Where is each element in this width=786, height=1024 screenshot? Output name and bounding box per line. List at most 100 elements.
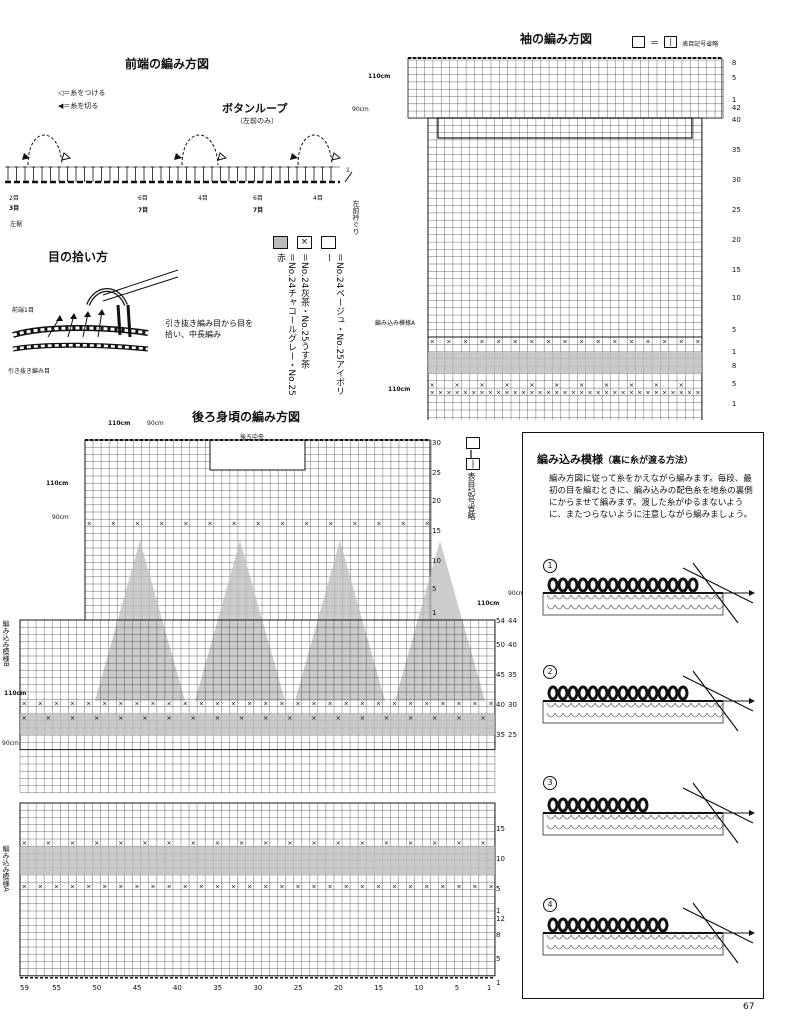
x-stitch: ×	[604, 388, 609, 396]
back-row-label: 15	[496, 825, 505, 833]
colored-loop	[577, 685, 589, 701]
knit-stitch	[714, 604, 724, 610]
knit-stitch	[578, 604, 588, 610]
x-stitch: ×	[344, 882, 349, 890]
knit-stitch	[626, 824, 636, 830]
x-stitch: ×	[554, 381, 559, 389]
steps-illustration	[542, 562, 755, 964]
x-stitch: ×	[392, 882, 397, 890]
x-stitch: ×	[596, 337, 601, 345]
colored-loop	[597, 797, 609, 813]
knit-stitch	[674, 604, 684, 610]
sleeve-110-bottom-label: 110cm	[388, 386, 411, 393]
knit-stitch	[610, 604, 620, 610]
knit-stitch	[658, 814, 668, 820]
sleeve-row-label: 8	[732, 59, 736, 67]
count-7b: 7目	[253, 207, 264, 214]
x-stitch: ×	[546, 337, 551, 345]
sleeve-title: 袖の編み方図	[520, 32, 593, 46]
knit-stitch	[674, 944, 684, 950]
x-stitch: ×	[454, 381, 459, 389]
colored-loop	[567, 797, 579, 813]
knit-stitch	[698, 604, 708, 610]
knit-stitch	[546, 824, 556, 830]
edge-stitch-label: 前端1目	[12, 307, 34, 314]
sleeve-row-label: 15	[732, 266, 741, 274]
colored-loop	[547, 577, 559, 593]
knit-stitch	[554, 944, 564, 950]
x-stitch: ×	[456, 882, 461, 890]
sleeve-chart: ××××××××××××××××××××××××××××××××××××××××…	[407, 57, 741, 420]
count-4a: 4目	[198, 195, 208, 202]
knit-stitch	[690, 814, 700, 820]
x-stitch: ×	[199, 882, 204, 890]
back-col-label: 35	[213, 984, 222, 992]
back-row-label: 10	[496, 855, 505, 863]
x-stitch: ×	[430, 388, 435, 396]
knit-stitch	[562, 824, 572, 830]
knit-stitch	[618, 934, 628, 940]
x-stitch: ×	[432, 714, 437, 722]
shaded-swatch-icon	[273, 236, 288, 249]
back-row-label: 50	[496, 641, 505, 649]
x-stitch: ×	[239, 714, 244, 722]
knit-stitch	[610, 594, 620, 600]
x-stitch: ×	[183, 519, 188, 527]
knit-stitch	[594, 604, 604, 610]
x-stitch: ×	[579, 337, 584, 345]
knit-stitch	[578, 594, 588, 600]
knit-stitch	[698, 944, 708, 950]
left-hem-label: 左裾	[10, 221, 23, 228]
pickup-title: 目の拾い方	[48, 250, 109, 264]
x-stitch: ×	[620, 388, 625, 396]
x-stitch: ×	[22, 839, 27, 847]
knit-stitch	[634, 934, 644, 940]
arrow-head-icon	[749, 930, 755, 936]
sleeve-row-label: 1	[732, 348, 736, 356]
colored-loop	[657, 685, 669, 701]
knit-stitch	[674, 934, 684, 940]
front-edge-title: 前端の編み方図	[125, 57, 210, 71]
x-stitch: ×	[54, 699, 59, 707]
back-90-left: 90cm	[52, 514, 69, 521]
x-stitch: ×	[670, 388, 675, 396]
colored-loop	[607, 577, 619, 593]
knit-stitch	[698, 594, 708, 600]
knit-stitch	[674, 824, 684, 830]
colored-loop	[637, 577, 649, 593]
knit-stitch	[626, 712, 636, 718]
knit-stitch	[714, 702, 724, 708]
knit-stitch	[650, 702, 660, 708]
x-stitch: ×	[231, 882, 236, 890]
slip-stitch-label: 引き抜き編み目	[8, 368, 51, 375]
x-stitch: ×	[629, 337, 634, 345]
back-chart: ××××××××××××××××××××××××××××××××××××××××…	[19, 439, 517, 992]
knit-stitch	[690, 702, 700, 708]
colored-loop	[567, 577, 579, 593]
x-stitch: ×	[118, 699, 123, 707]
knit-stitch	[618, 712, 628, 718]
knit-stitch	[562, 934, 572, 940]
colored-loop	[637, 685, 649, 701]
x-stitch: ×	[94, 839, 99, 847]
knit-stitch	[610, 934, 620, 940]
x-stitch: ×	[166, 882, 171, 890]
x-stitch: ×	[70, 714, 75, 722]
knit-stitch	[602, 824, 612, 830]
colored-loop	[607, 685, 619, 701]
x-stitch: ×	[166, 714, 171, 722]
x-stitch: ×	[679, 388, 684, 396]
knit-stitch	[626, 934, 636, 940]
knit-stitch	[594, 944, 604, 950]
back-90-top: 90cm	[147, 420, 164, 427]
back-110-left: 110cm	[46, 480, 69, 487]
x-stitch: ×	[408, 839, 413, 847]
knit-stitch	[586, 712, 596, 718]
colored-loop	[597, 917, 609, 933]
knit-stitch	[586, 702, 596, 708]
x-stitch: ×	[430, 381, 435, 389]
knit-stitch	[594, 702, 604, 708]
x-stitch: ×	[295, 699, 300, 707]
x-swatch-icon: ×	[297, 236, 312, 249]
knit-stitch	[706, 712, 716, 718]
